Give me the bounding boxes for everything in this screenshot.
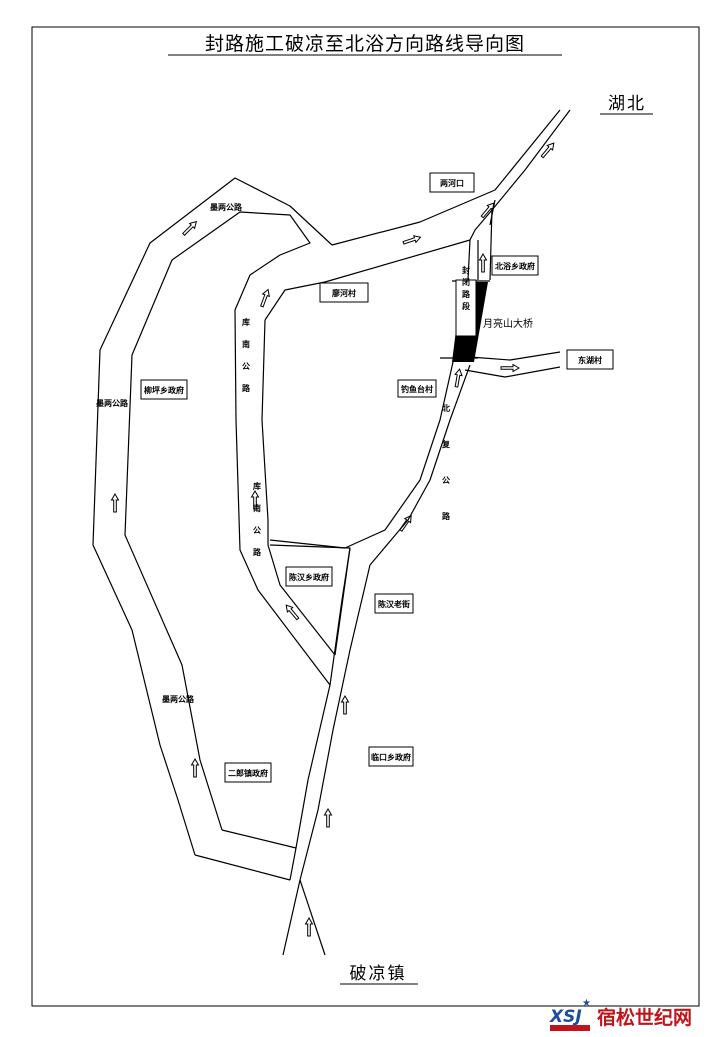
svg-text:陈汉老街: 陈汉老街 xyxy=(378,599,410,609)
arrow-icon xyxy=(401,233,423,247)
arrow-icon xyxy=(191,758,199,778)
watermark-mark: XSJ xyxy=(549,1007,582,1027)
place-lianghekou: 两河口 xyxy=(429,172,475,193)
east-road-top xyxy=(469,351,561,361)
arrow-icon xyxy=(258,287,272,309)
north-road-right xyxy=(469,109,571,241)
place-diaoyutai: 钓鱼台村 xyxy=(397,379,437,398)
arrow-icon xyxy=(305,917,313,937)
place-erlang-gov: 二郎镇政府 xyxy=(224,762,272,783)
direction-arrows xyxy=(111,140,557,937)
place-beiyu-gov: 北浴乡政府 xyxy=(491,255,539,276)
arrow-icon xyxy=(479,253,487,273)
arrow-icon xyxy=(180,218,200,238)
svg-text:两河口: 两河口 xyxy=(440,178,464,188)
beifu-road-right xyxy=(369,364,471,566)
place-liuping-gov: 柳坪乡政府 xyxy=(140,379,188,400)
beifu-road-left xyxy=(269,361,454,549)
arrow-icon xyxy=(341,695,349,715)
arrow-icon xyxy=(324,808,332,828)
arrow-icon xyxy=(479,200,497,220)
watermark-bar xyxy=(550,1025,590,1031)
road-label-moliang-2: 墨两公路 xyxy=(96,398,129,408)
destination-hubei: 湖北 xyxy=(608,94,646,114)
arrow-icon xyxy=(283,602,301,622)
arrow-icon xyxy=(500,364,520,372)
destination-poliang: 破凉镇 xyxy=(350,964,407,984)
moliang-road-inner xyxy=(124,211,311,831)
arrow-icon xyxy=(452,368,464,388)
north-road-to-bridge-2 xyxy=(489,207,493,281)
place-chenhan-street: 陈汉老街 xyxy=(374,593,414,614)
road-network xyxy=(92,109,571,956)
north-road-spur xyxy=(489,199,496,226)
south-road-right-2 xyxy=(299,879,326,956)
moliang-road-outer xyxy=(92,177,333,856)
svg-text:北浴乡政府: 北浴乡政府 xyxy=(495,261,535,271)
arrow-icon xyxy=(539,140,557,160)
svg-text:临口乡政府: 临口乡政府 xyxy=(371,752,411,762)
watermark: XSJ ★ 宿松世纪网 xyxy=(549,998,692,1031)
kunan-road-inner xyxy=(264,239,471,321)
kunan-road-outer xyxy=(234,309,331,686)
svg-text:二郎镇政府: 二郎镇政府 xyxy=(228,768,268,778)
south-road-left xyxy=(282,564,371,956)
place-chenhan-gov: 陈汉乡政府 xyxy=(285,566,333,587)
star-icon: ★ xyxy=(582,998,591,1009)
road-label-kunan-2: 库南公路 xyxy=(252,481,262,570)
svg-text:钓鱼台村: 钓鱼台村 xyxy=(401,384,433,394)
arrow-icon xyxy=(111,493,119,513)
place-donghu: 东湖村 xyxy=(566,349,614,370)
watermark-brand: 宿松世纪网 xyxy=(597,1006,692,1029)
moliang-south-link-inner xyxy=(221,829,297,849)
road-label-moliang-1: 墨两公路 xyxy=(210,202,243,212)
north-road-left xyxy=(331,109,561,246)
map-frame xyxy=(31,26,700,1007)
south-road-right xyxy=(289,547,351,881)
svg-text:东湖村: 东湖村 xyxy=(578,355,602,365)
closed-section-box xyxy=(455,279,477,337)
road-label-moliang-3: 墨两公路 xyxy=(162,694,195,704)
chenhan-triangle xyxy=(269,544,351,656)
place-linkou-gov: 临口乡政府 xyxy=(368,746,414,767)
bridge-name: 月亮山大桥 xyxy=(483,317,533,330)
road-label-kunan: 库南公路 xyxy=(241,317,251,406)
closed-section-label: 封闭路段 xyxy=(461,265,471,314)
kunan-road-inner-2 xyxy=(261,319,336,656)
place-liaohe: 廖河村 xyxy=(319,282,369,303)
svg-text:陈汉乡政府: 陈汉乡政府 xyxy=(289,572,329,582)
svg-text:柳坪乡政府: 柳坪乡政府 xyxy=(144,385,184,395)
moliang-south-link xyxy=(194,854,291,881)
map-title: 封路施工破凉至北浴方向路线导向图 xyxy=(205,33,525,55)
svg-text:廖河村: 廖河村 xyxy=(332,288,356,298)
road-label-beifu: 北复公路 xyxy=(441,403,451,548)
east-road-bottom xyxy=(464,366,561,378)
